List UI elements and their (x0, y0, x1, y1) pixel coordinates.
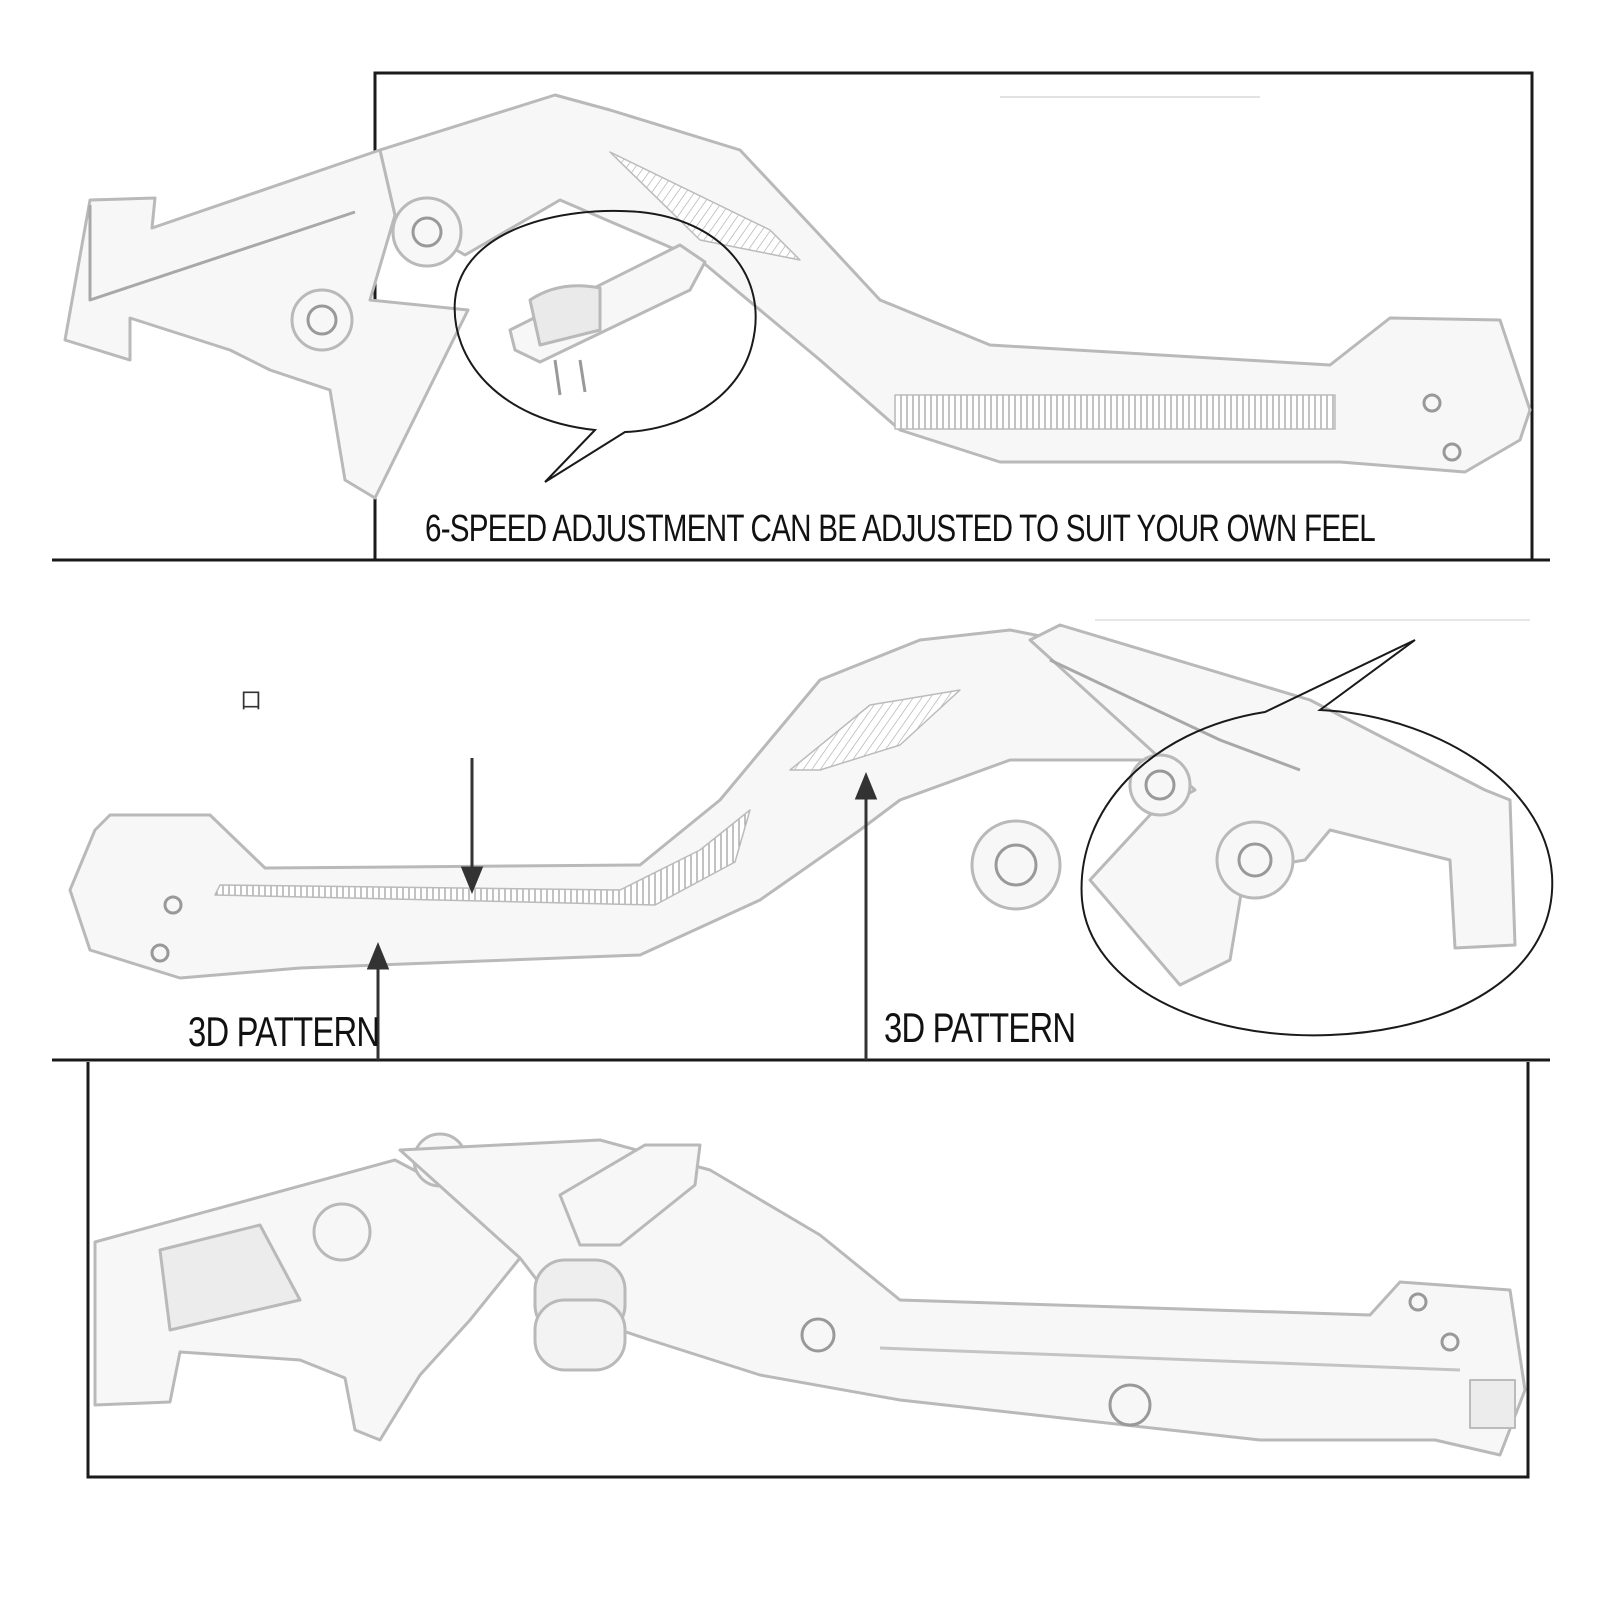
adjustment-caption: 6-SPEED ADJUSTMENT CAN BE ADJUSTED TO SU… (425, 508, 1376, 550)
stray-glyph: 口 (240, 689, 263, 714)
lever-adjuster-icon (63, 93, 1532, 500)
pattern-caption-right: 3D PATTERN (884, 1004, 1076, 1051)
bottom-frame (86, 1062, 1530, 1479)
lever-folding-icon (93, 1132, 1527, 1457)
lever-pattern-icon (68, 623, 1517, 987)
middle-callout-bubble (1080, 639, 1554, 1037)
middle-mount-bracket (1028, 623, 1517, 987)
pattern-caption-left: 3D PATTERN (188, 1008, 380, 1055)
top-mount-bracket (63, 148, 470, 500)
bottom-mount-hole (312, 1202, 372, 1262)
pattern-arrows (366, 758, 878, 1060)
bottom-adjuster-knob (558, 1143, 702, 1247)
top-callout-bubble (453, 209, 757, 483)
